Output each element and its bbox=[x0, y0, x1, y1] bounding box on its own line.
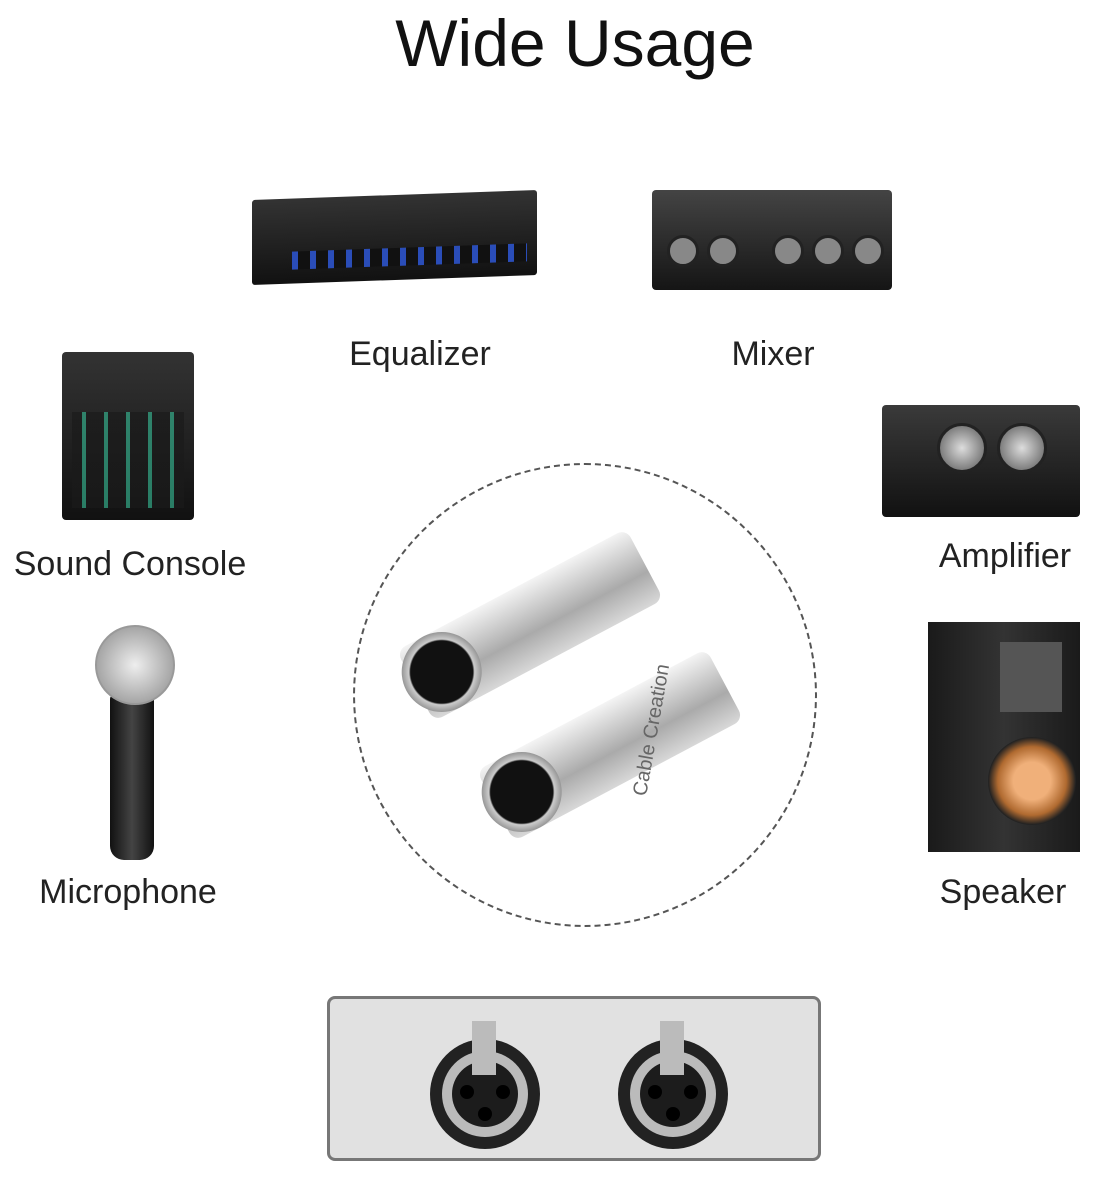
equalizer-label: Equalizer bbox=[349, 335, 491, 373]
connector-panel bbox=[327, 996, 821, 1161]
mixer-label: Mixer bbox=[731, 335, 815, 373]
product-dashed-circle bbox=[353, 463, 817, 927]
xlr-female-socket bbox=[430, 1021, 540, 1149]
xlr-female-socket bbox=[618, 1021, 728, 1149]
mixer-image bbox=[652, 190, 892, 290]
amplifier-image bbox=[882, 405, 1080, 517]
sound-console-image bbox=[62, 352, 194, 520]
equalizer-image bbox=[252, 190, 537, 285]
speaker-label: Speaker bbox=[939, 873, 1067, 911]
microphone-head bbox=[95, 625, 175, 705]
amplifier-label: Amplifier bbox=[938, 537, 1072, 575]
microphone-label: Microphone bbox=[39, 873, 217, 911]
page-title: Wide Usage bbox=[395, 6, 755, 80]
sound-console-label: Sound Console bbox=[13, 545, 247, 583]
speaker-image bbox=[928, 622, 1080, 852]
microphone-image bbox=[110, 695, 154, 860]
